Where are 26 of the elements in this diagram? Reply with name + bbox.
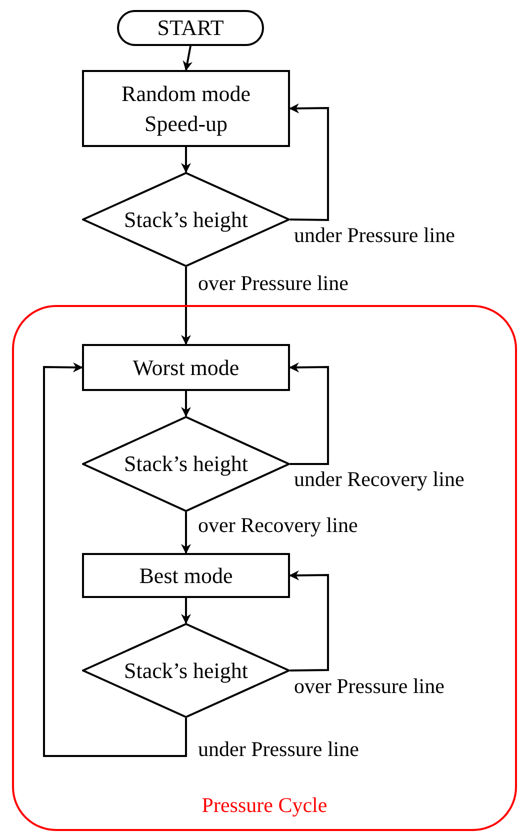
arrow xyxy=(182,46,193,71)
node-label: Random mode Speed-up xyxy=(120,80,252,138)
arrow xyxy=(289,103,329,222)
node-label: Best mode xyxy=(139,562,233,590)
node-label: Stack’s height xyxy=(124,206,248,234)
node-label: Worst mode xyxy=(132,354,240,382)
cycle-region xyxy=(12,305,517,831)
decision-diamond xyxy=(82,172,290,267)
decision-diamond xyxy=(82,416,290,512)
terminal-pill xyxy=(117,10,264,46)
group-title: Pressure Cycle xyxy=(200,792,328,818)
arrow xyxy=(43,362,187,757)
arrow xyxy=(289,570,329,672)
arrow xyxy=(181,267,191,345)
arrow xyxy=(289,362,329,465)
decision-diamond xyxy=(82,623,290,718)
process-box xyxy=(82,344,290,391)
process-box xyxy=(82,553,290,598)
node-label: Stack’s height xyxy=(124,450,248,478)
node-label: START xyxy=(157,14,224,42)
arrow xyxy=(181,512,191,554)
process-box xyxy=(82,70,290,147)
node-label: Stack’s height xyxy=(124,656,248,685)
arrow xyxy=(181,391,191,417)
arrow xyxy=(181,147,191,173)
arrow xyxy=(181,598,191,624)
